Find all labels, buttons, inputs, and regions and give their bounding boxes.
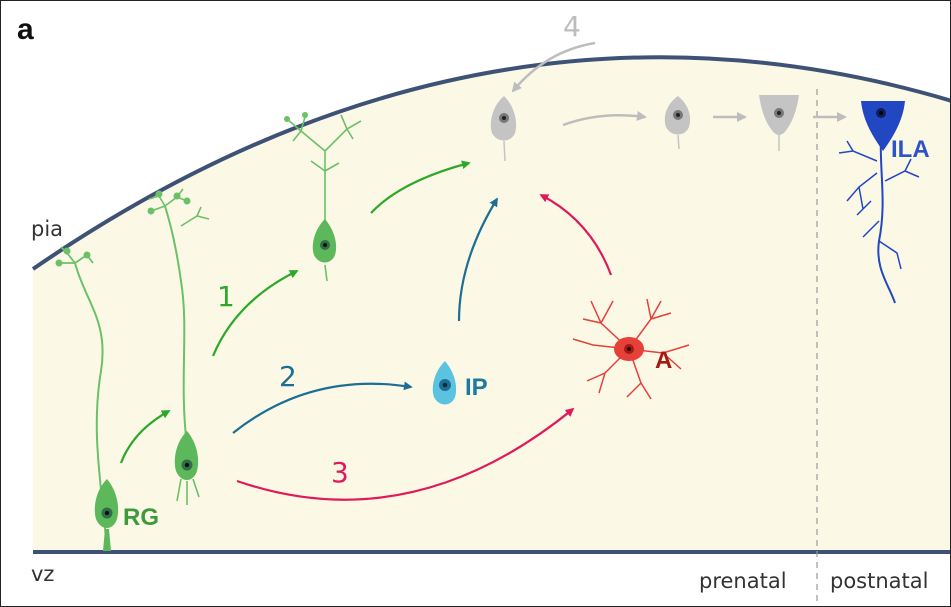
arrow-pathway-2	[232, 381, 413, 434]
rg-cell-label: RG	[123, 504, 159, 531]
arrow-pathway-3	[236, 407, 575, 501]
prenatal-label: prenatal	[699, 569, 787, 593]
radial-glia-cell-2	[147, 188, 210, 505]
ila-cell	[838, 101, 920, 304]
arrow-ip-to-grey	[457, 197, 498, 322]
arrow-green-to-grey	[370, 160, 471, 214]
pathway-2-label: 2	[279, 360, 297, 393]
grey-neuron-1	[490, 96, 517, 162]
intermediate-progenitor-cell	[432, 361, 457, 405]
arrow-rg-to-rg2	[119, 410, 171, 464]
arrow-grey-migration-1	[562, 110, 647, 127]
pia-surface-line	[31, 55, 950, 271]
green-migrating-neuron	[284, 112, 362, 282]
arrow-pathway-1	[211, 270, 299, 357]
arrow-pathway-4	[511, 41, 596, 93]
grey-neuron-3	[759, 95, 799, 151]
panel-label: a	[17, 13, 34, 46]
pathway-4-label: 4	[563, 10, 581, 43]
pathway-3-label: 3	[331, 456, 349, 489]
pathway-1-label: 1	[217, 280, 235, 313]
astrocyte-cell	[572, 298, 690, 400]
a-cell-label: A	[655, 347, 673, 374]
radial-glia-cell-rg	[55, 246, 119, 551]
vz-label: vz	[31, 562, 55, 586]
grey-neuron-2	[664, 96, 691, 150]
arrow-astro-to-grey	[539, 194, 613, 276]
pia-label: pia	[31, 217, 64, 241]
ip-cell-label: IP	[465, 374, 488, 401]
postnatal-label: postnatal	[830, 569, 929, 593]
ila-cell-label: ILA	[891, 136, 930, 163]
cortex-tissue	[33, 57, 950, 552]
